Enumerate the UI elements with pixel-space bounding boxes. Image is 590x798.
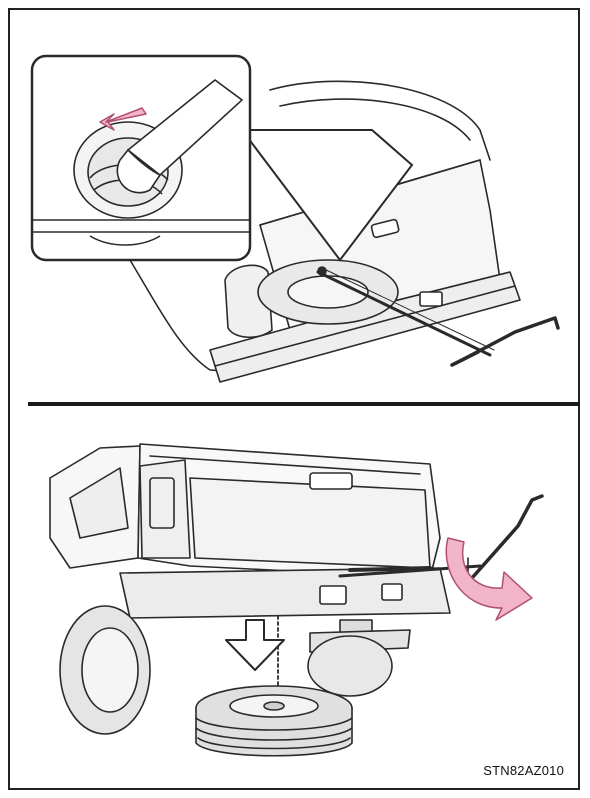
illustration-frame: STN82AZ010 <box>8 8 580 790</box>
wheel-nut-wrench <box>472 496 542 578</box>
top-illustration <box>10 10 578 402</box>
bottom-illustration <box>10 408 578 792</box>
tailgate <box>190 478 430 568</box>
rotation-arrow-icon <box>446 538 532 620</box>
panel-divider <box>28 402 580 406</box>
tailgate-handle <box>310 473 352 489</box>
top-panel <box>10 10 578 402</box>
spare-tire-lowered <box>196 686 352 756</box>
detail-inset <box>32 56 412 260</box>
bottom-panel <box>10 408 578 792</box>
rear-wheel-right <box>308 636 392 696</box>
figure-code: STN82AZ010 <box>483 763 564 778</box>
down-arrow-icon <box>226 620 284 670</box>
taillight <box>140 460 190 558</box>
